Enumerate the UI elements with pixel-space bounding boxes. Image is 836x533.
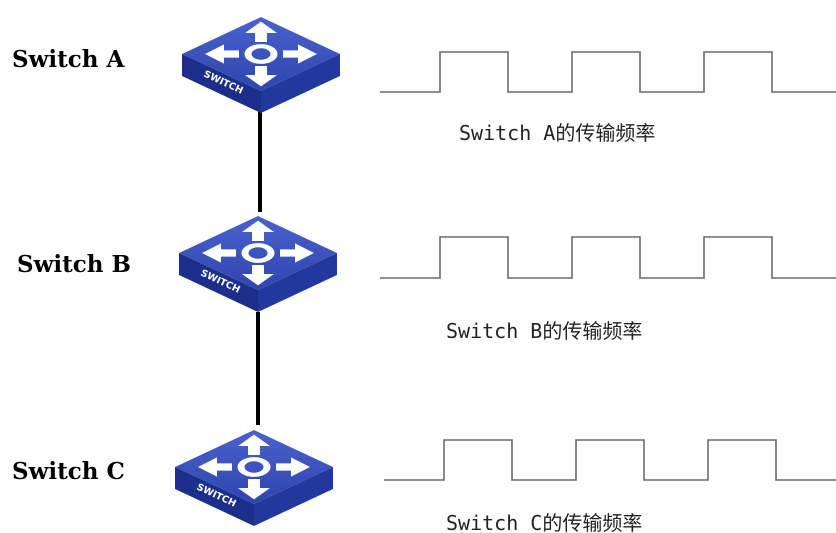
switch-b: SWITCH Switch B Switch B的传输频率 <box>17 216 836 343</box>
switch-a-icon <box>182 17 340 113</box>
switch-b-frequency-label: Switch B的传输频率 <box>446 319 642 343</box>
switch-a-name: Switch A <box>12 46 126 73</box>
switch-b-icon <box>179 216 337 312</box>
switch-a: SWITCH Switch A Switch A的传输频率 <box>12 17 836 145</box>
switch-a-frequency-label: Switch A的传输频率 <box>459 121 655 145</box>
switch-b-waveform <box>380 236 836 279</box>
switch-b-name: Switch B <box>17 251 131 278</box>
switch-c-icon <box>175 430 333 526</box>
switch-c-name: Switch C <box>12 458 125 485</box>
switch-c-waveform <box>384 439 836 481</box>
switch-c-frequency-label: Switch C的传输频率 <box>446 511 642 533</box>
switch-c: SWITCH Switch C Switch C的传输频率 <box>12 430 836 533</box>
switch-a-waveform <box>380 51 836 93</box>
